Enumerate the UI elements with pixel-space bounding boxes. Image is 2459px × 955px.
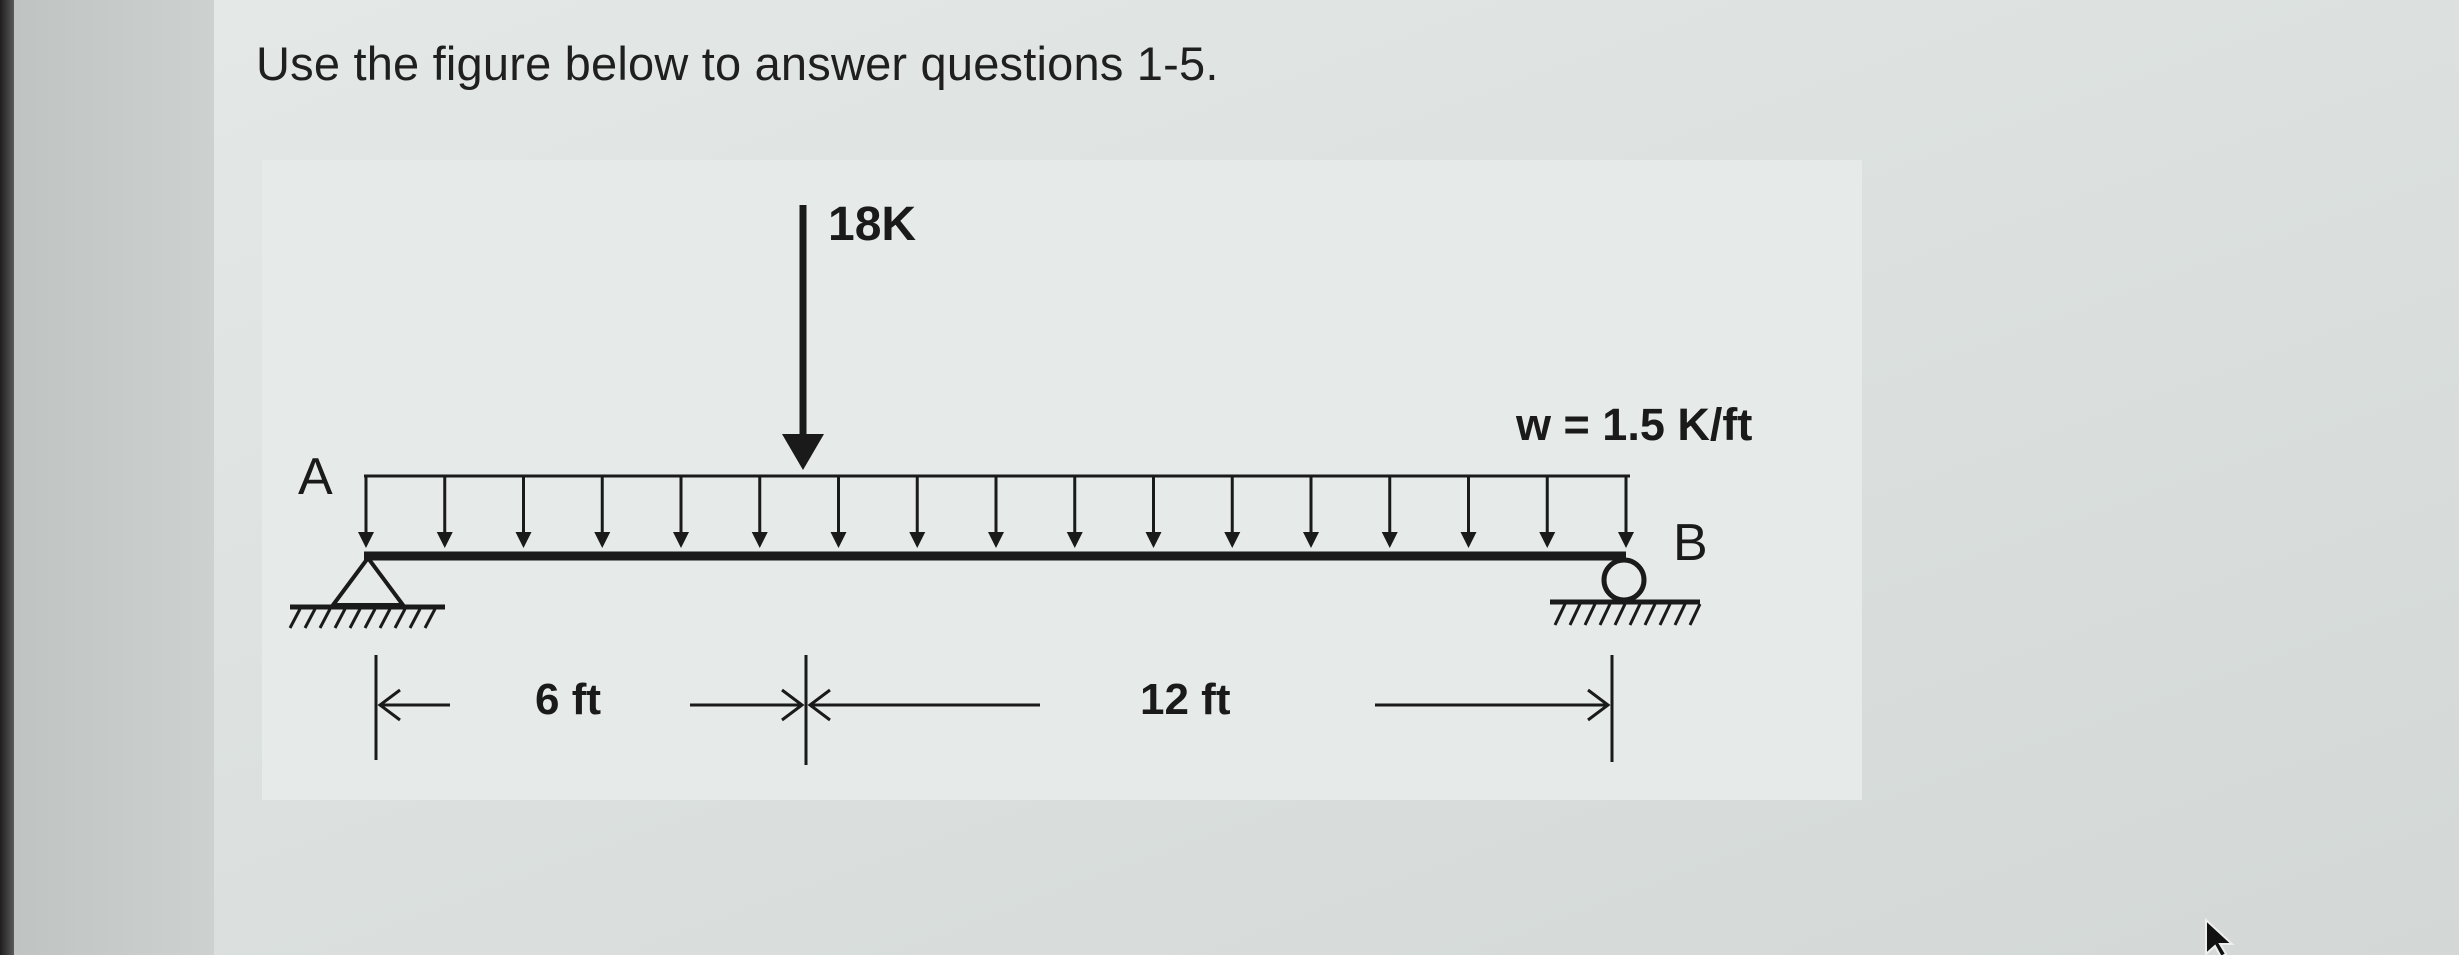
figure-image — [262, 160, 1862, 800]
monitor-bezel — [0, 0, 14, 955]
distributed-load — [358, 474, 1634, 548]
support-b-label: B — [1673, 514, 1708, 572]
distributed-load-arrowhead — [909, 532, 926, 548]
distributed-load-arrowhead — [436, 532, 453, 548]
distributed-load-arrowhead — [830, 532, 847, 548]
distributed-load-arrowhead — [1303, 532, 1319, 548]
mouse-cursor-icon — [2205, 918, 2235, 955]
question-instruction: Use the figure below to answer questions… — [256, 37, 1219, 90]
dimension-12ft-label: 12 ft — [1140, 675, 1231, 724]
distributed-load-arrowhead — [988, 532, 1004, 548]
support-a-label: A — [298, 448, 333, 506]
distributed-load-arrowhead — [1460, 532, 1477, 548]
distributed-load-arrowhead — [1224, 532, 1241, 548]
page-left-margin — [14, 0, 214, 955]
distributed-load-arrowhead — [1145, 532, 1162, 548]
distributed-load-label: w = 1.5 K/ft — [1515, 399, 1752, 450]
point-load-label: 18K — [828, 198, 916, 251]
distributed-load-arrowhead — [673, 532, 689, 548]
pin-support-a — [288, 554, 445, 629]
distributed-load-arrowhead — [594, 532, 611, 548]
distributed-load-arrowhead — [751, 532, 768, 548]
distributed-load-arrowhead — [1539, 532, 1556, 548]
dimension-6ft-label: 6 ft — [535, 675, 601, 724]
point-load-arrow — [782, 205, 824, 470]
roller-support-b — [1550, 557, 1702, 626]
distributed-load-arrowhead — [1381, 532, 1398, 548]
distributed-load-arrowhead — [1618, 532, 1634, 548]
dimension-lines — [374, 655, 1614, 765]
distributed-load-arrowhead — [515, 532, 532, 548]
distributed-load-arrowhead — [1066, 532, 1083, 548]
distributed-load-arrowhead — [358, 532, 374, 548]
